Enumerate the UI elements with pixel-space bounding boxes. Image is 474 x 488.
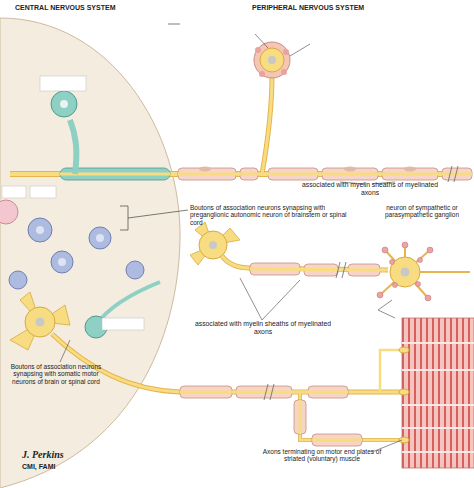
text-label: PERIPHERAL NERVOUS SYSTEM [252, 4, 462, 12]
text-label: Boutons of association neurons synapsing… [2, 363, 110, 385]
text-label: neuron of sympathetic or parasympathetic… [372, 204, 472, 219]
leader-line [240, 278, 300, 320]
myelin-sheath [178, 168, 472, 180]
leader-line [60, 340, 70, 362]
text-label: CENTRAL NERVOUS SYSTEM [15, 4, 175, 12]
leader-line [255, 34, 395, 184]
text-label: Boutons of association neurons synapsing… [190, 204, 360, 226]
glial-cells [0, 200, 144, 289]
text-label: associated with myelin sheaths of myelin… [295, 181, 445, 197]
ganglion-neuron [377, 242, 470, 301]
leader-line [378, 300, 395, 318]
association-neuron [85, 282, 160, 338]
sensory-neuron [10, 42, 470, 180]
striated-muscle [399, 318, 474, 468]
break-mark [336, 262, 346, 278]
text-label: Axons terminating on motor end plates of… [262, 448, 382, 463]
leader-line [168, 24, 180, 25]
blank-label-box [2, 76, 144, 330]
text-label: associated with myelin sheaths of myelin… [188, 320, 338, 336]
schwann-nucleus [199, 167, 416, 172]
text-label: J. Perkins [22, 449, 112, 461]
text-label: CMI, FAMI [22, 463, 112, 471]
cns-region [0, 18, 180, 488]
break-mark [264, 384, 274, 400]
break-mark [448, 166, 458, 182]
bracket [120, 206, 188, 230]
axon [180, 392, 362, 440]
axon [250, 269, 385, 270]
axon [178, 173, 472, 176]
